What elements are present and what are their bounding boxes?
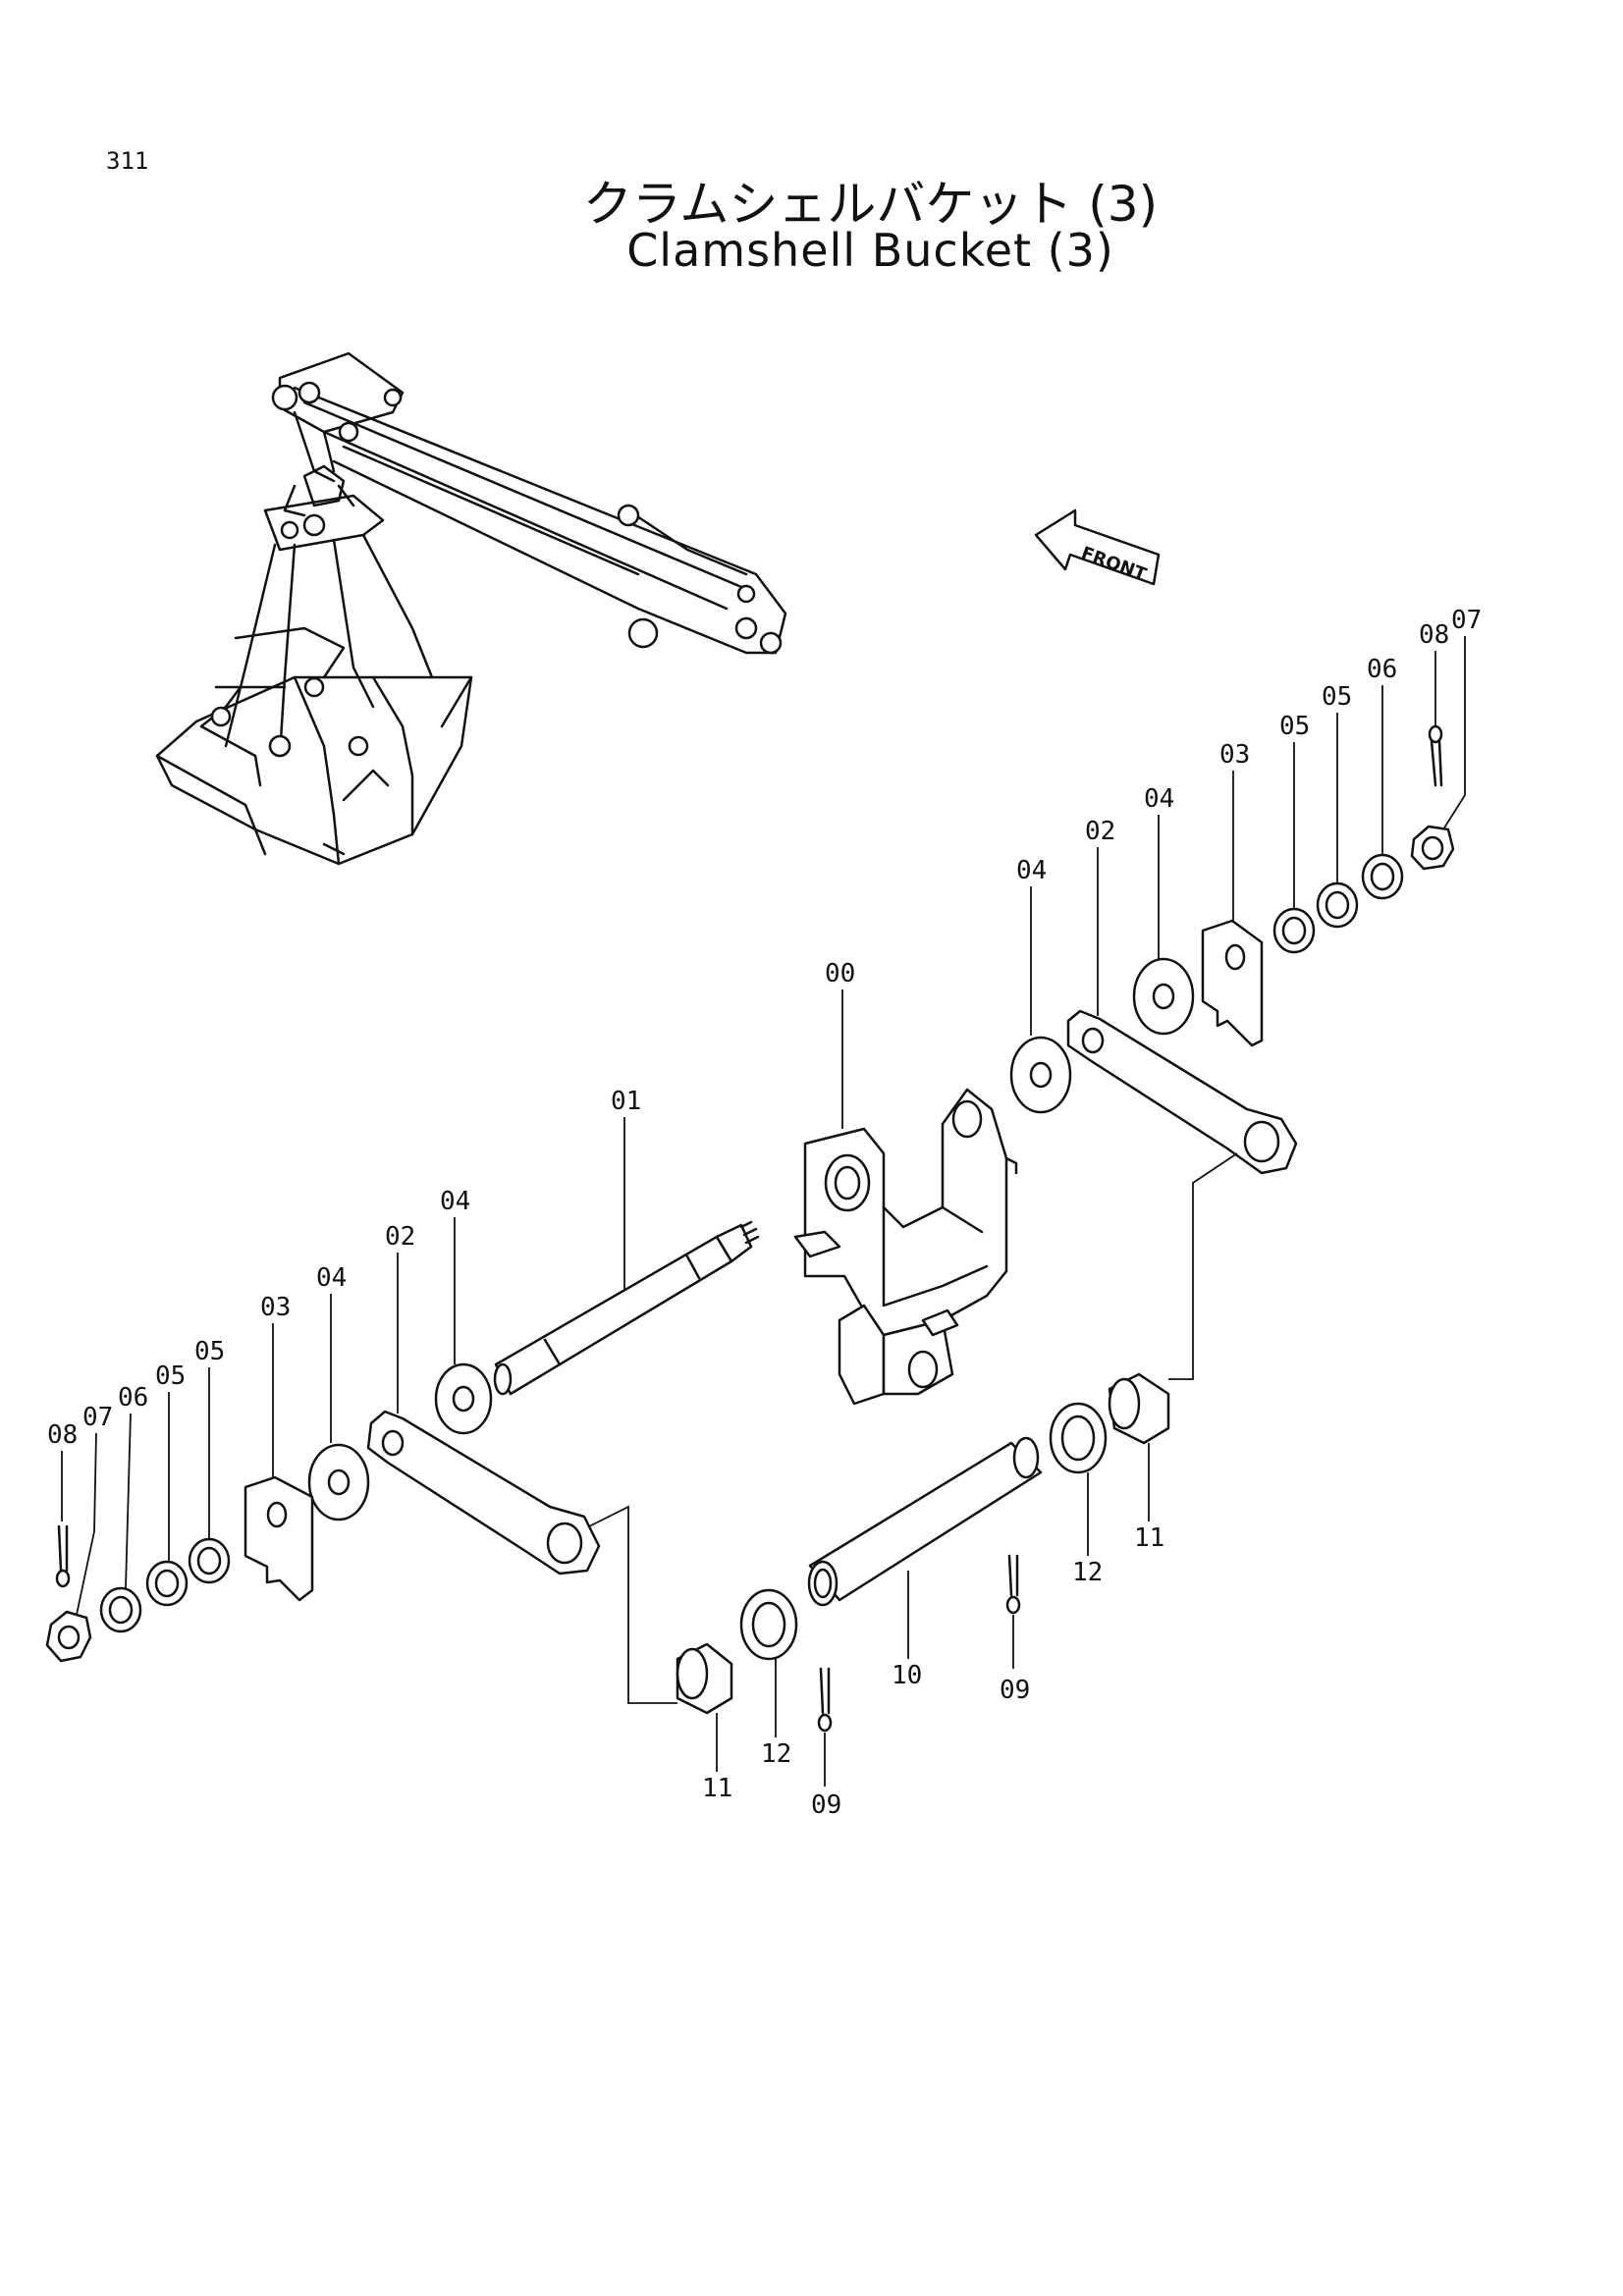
callout-00: 00 <box>825 959 855 988</box>
callout-03-left: 03 <box>260 1293 291 1322</box>
callout-08-left: 08 <box>47 1420 78 1450</box>
callout-05-left-a: 05 <box>194 1337 225 1366</box>
callout-04-right-b: 04 <box>1144 784 1174 814</box>
callout-10: 10 <box>892 1661 922 1690</box>
part-05-washer-right-b <box>1316 881 1359 929</box>
part-12-washer-left <box>739 1588 798 1661</box>
callout-02-left: 02 <box>385 1222 415 1252</box>
part-05-washer-left-a <box>188 1537 231 1584</box>
part-09-cotter-pin-right <box>1005 1554 1021 1615</box>
callout-07-right: 07 <box>1451 606 1482 635</box>
callout-06-left: 06 <box>118 1383 148 1413</box>
part-05-washer-left-b <box>145 1560 189 1607</box>
callout-05-right-b: 05 <box>1322 682 1352 712</box>
callout-04-left-b: 04 <box>316 1263 347 1293</box>
part-09-cotter-pin-left <box>817 1667 833 1733</box>
callout-09-right: 09 <box>1000 1676 1030 1705</box>
callout-08-right: 08 <box>1419 620 1449 650</box>
part-06-washer-right <box>1361 853 1404 900</box>
part-03-plate-left <box>243 1475 314 1602</box>
part-04-washer-right-a <box>1009 1036 1072 1114</box>
part-08-cotter-pin-left <box>55 1524 71 1588</box>
callout-05-right-a: 05 <box>1279 712 1310 741</box>
page-title-english: Clamshell Bucket (3) <box>626 224 1114 277</box>
part-02-link-plate-left <box>366 1410 601 1575</box>
part-07-castle-nut-left <box>45 1610 92 1663</box>
callout-01: 01 <box>611 1087 641 1116</box>
machine-overview-illustration <box>155 351 787 866</box>
callout-12-left: 12 <box>761 1739 791 1769</box>
callout-04-left-a: 04 <box>440 1187 470 1216</box>
part-06-washer-left <box>99 1586 142 1633</box>
part-11-bushing-left <box>676 1642 733 1715</box>
part-07-castle-nut-right <box>1410 825 1455 871</box>
part-04-washer-right-b <box>1132 957 1195 1036</box>
part-00-bracket <box>793 1088 1018 1406</box>
part-04-washer-left-b <box>307 1443 370 1522</box>
part-12-washer-right <box>1049 1402 1108 1474</box>
page-title-japanese: クラムシェルバケット (3) <box>582 176 1159 233</box>
part-04-washer-left-a <box>434 1362 493 1435</box>
part-10-pin <box>807 1436 1043 1607</box>
part-08-cotter-pin-right <box>1428 724 1443 787</box>
part-02-link-plate-right <box>1066 1009 1298 1175</box>
callout-07-left: 07 <box>82 1403 113 1432</box>
part-03-plate-right <box>1201 919 1264 1047</box>
front-direction-arrow: FRONT <box>1034 508 1161 585</box>
part-05-washer-right-a <box>1272 907 1316 954</box>
callout-04-right-a: 04 <box>1016 856 1047 885</box>
part-01-pin <box>493 1220 760 1396</box>
callout-12-right: 12 <box>1072 1558 1103 1587</box>
callout-05-left-b: 05 <box>155 1362 186 1391</box>
callout-11-right: 11 <box>1134 1523 1164 1553</box>
page-number: 311 <box>106 147 149 175</box>
part-11-bushing-right <box>1108 1372 1170 1445</box>
callout-09-left: 09 <box>811 1790 841 1820</box>
callout-03-right: 03 <box>1219 740 1250 770</box>
callout-11-left: 11 <box>702 1774 732 1803</box>
callout-02-right: 02 <box>1085 817 1115 846</box>
callout-06-right: 06 <box>1367 655 1397 684</box>
